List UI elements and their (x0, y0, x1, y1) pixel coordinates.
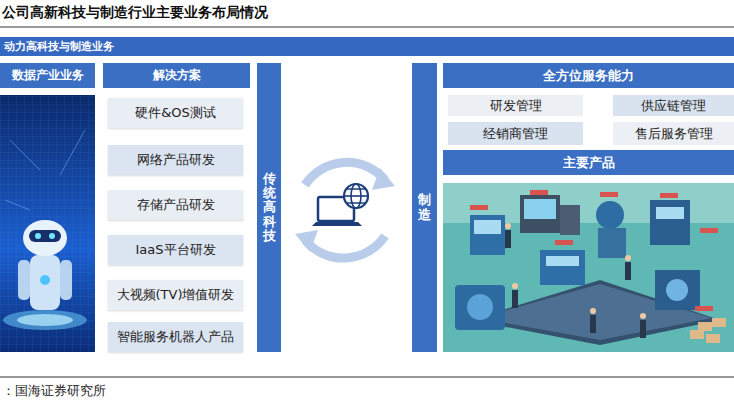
factory-image (443, 183, 734, 352)
cycle-icon (295, 162, 395, 258)
node-text: 大视频(TV)增值研发 (117, 286, 235, 304)
node-text: IaaS平台研发 (135, 241, 215, 259)
node-text: 数据产业业务 (12, 67, 84, 84)
vertical-band: 制造 (412, 63, 437, 352)
title: 公司高新科技与制造行业主要业务布局情况 (2, 4, 268, 22)
header-bar: 主要产品 (443, 150, 734, 175)
item-box: IaaS平台研发 (108, 235, 243, 265)
source-rule (0, 377, 734, 378)
node-text: 动力高科技与制造业务 (4, 39, 114, 54)
source-note: ：国海证券研究所 (2, 382, 106, 400)
item-box: 经销商管理 (448, 122, 583, 145)
node-text: 经销商管理 (483, 125, 548, 143)
item-box: 大视频(TV)增值研发 (108, 280, 243, 310)
header-bar: 数据产业业务 (0, 63, 95, 88)
header-bar: 动力高科技与制造业务 (0, 37, 734, 56)
item-box: 研发管理 (448, 95, 583, 116)
item-box: 存储产品研发 (108, 190, 243, 220)
node-text: 网络产品研发 (137, 151, 215, 169)
item-box: 网络产品研发 (108, 145, 243, 175)
node-text: 存储产品研发 (137, 196, 215, 214)
node-text: 供应链管理 (641, 97, 706, 115)
node-text: 售后服务管理 (635, 125, 713, 143)
node-text: 智能服务机器人产品 (117, 328, 234, 346)
node-text: 主要产品 (563, 154, 615, 172)
header-bar: 解决方案 (103, 63, 250, 88)
node-text: 解决方案 (153, 67, 201, 84)
node-text: 硬件&OS测试 (135, 104, 216, 122)
node-text: 制造 (418, 193, 431, 222)
item-box: 智能服务机器人产品 (108, 322, 243, 352)
item-box: 售后服务管理 (613, 122, 734, 145)
item-box: 供应链管理 (613, 95, 734, 116)
node-text: 传统高科技 (263, 172, 276, 243)
title-rule (0, 27, 734, 28)
header-bar: 全方位服务能力 (443, 63, 734, 88)
vertical-band: 传统高科技 (257, 63, 281, 352)
robot-image (0, 95, 95, 352)
node-text: 全方位服务能力 (543, 67, 634, 85)
item-box: 硬件&OS测试 (108, 98, 243, 128)
node-text: 研发管理 (490, 97, 542, 115)
